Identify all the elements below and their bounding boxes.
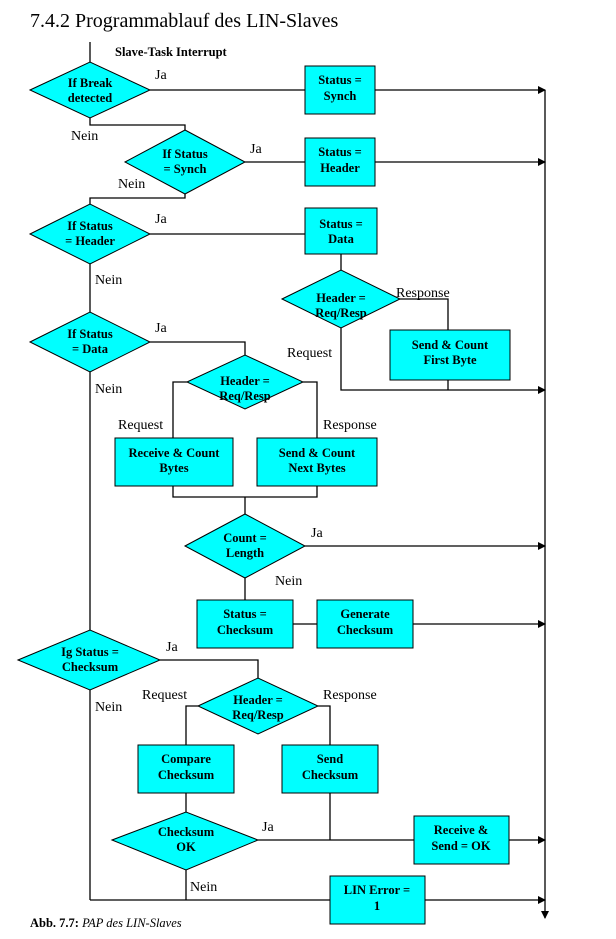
caption-text: PAP des LIN-Slaves: [79, 916, 182, 930]
edge-request: Request: [118, 418, 163, 433]
edge-nein: Nein: [275, 574, 302, 589]
svg-text:Send & Count: Send & Count: [412, 338, 489, 352]
box-receive-count-bytes: Receive & Count Bytes: [114, 437, 234, 487]
svg-text:Bytes: Bytes: [159, 461, 188, 475]
box-status-header: Status = Header: [304, 137, 376, 187]
box-receive-send-ok: Receive & Send = OK: [413, 815, 510, 865]
svg-text:Status =: Status =: [318, 73, 362, 87]
svg-text:OK: OK: [176, 840, 196, 854]
edge-ja: Ja: [155, 212, 167, 227]
decision-header-req-resp-1: Header = Req/Resp: [280, 269, 402, 329]
svg-text:Req/Resp: Req/Resp: [315, 306, 366, 320]
decision-count-length: Count = Length: [183, 513, 307, 579]
box-compare-checksum: Compare Checksum: [137, 744, 235, 794]
svg-text:Generate: Generate: [340, 607, 390, 621]
decision-header-req-resp-2: Header = Req/Resp: [185, 354, 305, 410]
svg-text:Data: Data: [328, 232, 354, 246]
svg-text:Checksum: Checksum: [158, 825, 215, 839]
decision-status-checksum: Ig Status = Checksum: [16, 629, 162, 691]
box-send-checksum: Send Checksum: [281, 744, 379, 794]
edge-request: Request: [287, 346, 332, 361]
edge-labels: Ja Nein Ja Nein Ja Nein Response Request…: [71, 68, 450, 895]
svg-text:Receive & Count: Receive & Count: [129, 446, 221, 460]
edge-ja: Ja: [311, 526, 323, 541]
box-send-count-first-byte: Send & Count First Byte: [389, 329, 511, 381]
svg-text:Send = OK: Send = OK: [431, 839, 490, 853]
decision-status-data: If Status = Data: [28, 311, 152, 373]
svg-text:Status =: Status =: [223, 607, 267, 621]
section-title: 7.4.2 Programmablauf des LIN-Slaves: [30, 10, 338, 32]
edge-response: Response: [396, 286, 450, 301]
svg-text:Send & Count: Send & Count: [279, 446, 356, 460]
svg-text:Ig Status =: Ig Status =: [61, 645, 119, 659]
svg-text:Header =: Header =: [316, 291, 366, 305]
svg-text:= Header: = Header: [65, 234, 115, 248]
svg-text:Next Bytes: Next Bytes: [288, 461, 345, 475]
svg-text:Req/Resp: Req/Resp: [232, 708, 283, 722]
svg-text:Receive &: Receive &: [434, 823, 488, 837]
edge-nein: Nein: [95, 700, 122, 715]
edge-ja: Ja: [155, 68, 167, 83]
connectors: [89, 42, 549, 919]
svg-text:Checksum: Checksum: [158, 768, 215, 782]
box-send-count-next-bytes: Send & Count Next Bytes: [256, 437, 378, 487]
edge-request: Request: [142, 688, 187, 703]
edge-ja: Ja: [155, 321, 167, 336]
svg-text:detected: detected: [68, 91, 112, 105]
svg-text:Checksum: Checksum: [337, 623, 394, 637]
edge-ja: Ja: [166, 640, 178, 655]
box-lin-error: LIN Error = 1: [329, 875, 426, 925]
edge-ja: Ja: [250, 142, 262, 157]
svg-text:Send: Send: [317, 752, 343, 766]
svg-text:First Byte: First Byte: [423, 353, 477, 367]
decision-if-break: If Break detected: [28, 61, 152, 119]
box-status-checksum: Status = Checksum: [196, 599, 294, 649]
decision-checksum-ok: Checksum OK: [110, 811, 260, 871]
edge-response: Response: [323, 418, 377, 433]
svg-text:If Status: If Status: [67, 327, 113, 341]
decision-status-synch: If Status = Synch: [123, 129, 247, 195]
svg-text:Header =: Header =: [233, 693, 283, 707]
svg-text:If Status: If Status: [162, 147, 208, 161]
svg-text:Compare: Compare: [161, 752, 211, 766]
figure-caption: Abb. 7.7: PAP des LIN-Slaves: [30, 916, 182, 930]
svg-text:If Status: If Status: [67, 219, 113, 233]
box-status-synch: Status = Synch: [304, 65, 376, 115]
svg-text:Checksum: Checksum: [302, 768, 359, 782]
svg-text:= Synch: = Synch: [164, 162, 207, 176]
caption-number: Abb. 7.7:: [30, 916, 79, 930]
svg-text:If Break: If Break: [68, 76, 113, 90]
svg-text:Checksum: Checksum: [62, 660, 119, 674]
edge-response: Response: [323, 688, 377, 703]
svg-text:Header =: Header =: [220, 374, 270, 388]
svg-text:Status =: Status =: [319, 217, 363, 231]
svg-text:Checksum: Checksum: [217, 623, 274, 637]
start-label: Slave-Task Interrupt: [115, 45, 228, 59]
box-status-data: Status = Data: [304, 207, 378, 255]
svg-text:= Data: = Data: [72, 342, 109, 356]
edge-ja: Ja: [262, 820, 274, 835]
svg-text:Count =: Count =: [223, 531, 267, 545]
svg-text:Length: Length: [226, 546, 264, 560]
edge-nein: Nein: [95, 382, 122, 397]
svg-text:Synch: Synch: [324, 89, 357, 103]
svg-text:Req/Resp: Req/Resp: [219, 389, 270, 403]
edge-nein: Nein: [190, 880, 217, 895]
svg-text:Status =: Status =: [318, 145, 362, 159]
edge-nein: Nein: [71, 129, 98, 144]
svg-text:Header: Header: [320, 161, 360, 175]
svg-text:1: 1: [374, 899, 380, 913]
box-generate-checksum: Generate Checksum: [316, 599, 414, 649]
decision-header-req-resp-3: Header = Req/Resp: [196, 677, 320, 735]
decision-status-header: If Status = Header: [28, 203, 152, 265]
edge-nein: Nein: [95, 273, 122, 288]
edge-nein: Nein: [118, 177, 145, 192]
svg-text:LIN Error =: LIN Error =: [344, 883, 410, 897]
